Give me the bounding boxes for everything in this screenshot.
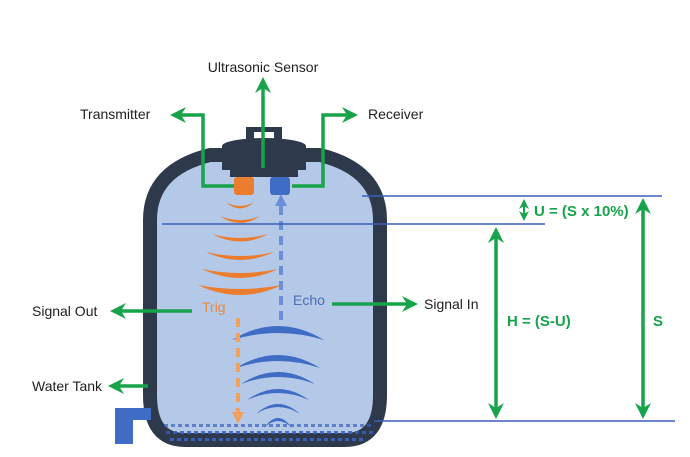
- h-formula: H = (S-U): [507, 313, 571, 330]
- echo-wave-6: [264, 418, 292, 428]
- tank-body: [143, 148, 387, 447]
- echo-waves: [232, 326, 324, 428]
- trig-wave-6: [198, 285, 282, 295]
- receiver-element: [270, 177, 290, 195]
- receiver-arrow: [292, 107, 358, 188]
- transmitter-arrow: [170, 107, 234, 188]
- receiver-label: Receiver: [368, 106, 424, 122]
- echo-wave-5: [256, 404, 300, 414]
- echo-wave-3: [241, 372, 315, 384]
- s-formula: S: [653, 313, 663, 330]
- ultrasonic-sensor-label: Ultrasonic Sensor: [208, 59, 319, 75]
- trig-label: Trig: [202, 299, 226, 315]
- water-tank: [143, 148, 387, 447]
- echo-label: Echo: [293, 292, 325, 308]
- trig-wave-3: [212, 234, 268, 242]
- u-formula: U = (S x 10%): [534, 203, 629, 220]
- trig-wave-1: [226, 202, 254, 209]
- trig-wave-2: [220, 216, 260, 223]
- echo-wave-4: [247, 389, 309, 400]
- trig-waves: [198, 202, 282, 295]
- annotation-arrows: [108, 77, 651, 419]
- signal-out-label: Signal Out: [32, 303, 97, 319]
- water-surface-dots: [164, 424, 373, 441]
- trig-wave-4: [206, 252, 274, 260]
- water-tank-label: Water Tank: [32, 378, 103, 394]
- echo-wave-2: [236, 355, 320, 368]
- transmitter-label: Transmitter: [80, 106, 151, 122]
- outlet-pipe: [115, 408, 151, 444]
- signal-in-label: Signal In: [424, 296, 478, 312]
- trig-wave-5: [202, 269, 278, 278]
- transmitter-element: [234, 177, 254, 195]
- echo-wave-1: [232, 326, 324, 340]
